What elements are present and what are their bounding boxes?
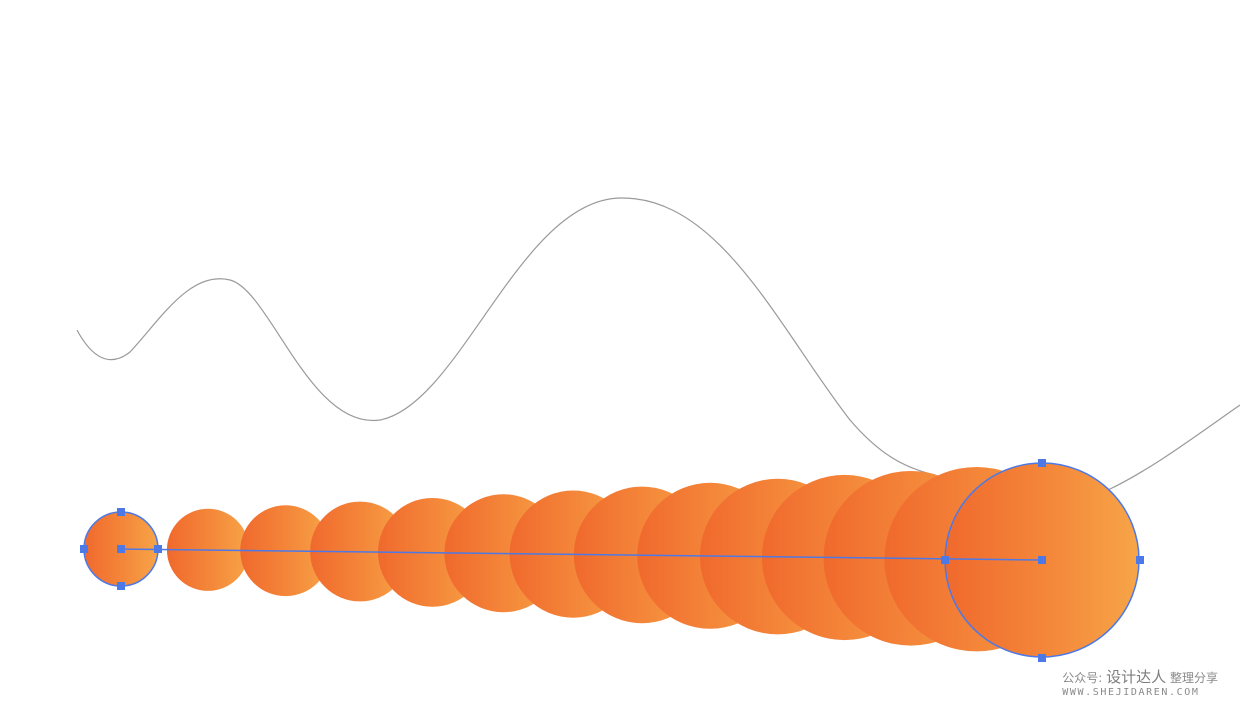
blend-axis-line: [120, 548, 1043, 561]
watermark-prefix: 公众号:: [1062, 671, 1103, 685]
anchor-handle-start-top[interactable]: [117, 508, 125, 516]
blend-spine-path[interactable]: [76, 197, 1240, 491]
watermark: 公众号: 设计达人 整理分享 WWW.SHEJIDAREN.COM: [1062, 669, 1218, 699]
anchor-handle-start-center[interactable]: [117, 545, 125, 553]
anchor-handle-end-right[interactable]: [1136, 556, 1144, 564]
watermark-title: 公众号: 设计达人 整理分享: [1062, 669, 1218, 686]
anchor-handle-start-left[interactable]: [80, 545, 88, 553]
watermark-url: WWW.SHEJIDAREN.COM: [1062, 687, 1200, 698]
anchor-handle-end-center[interactable]: [1038, 556, 1046, 564]
anchor-handle-end-left[interactable]: [941, 556, 949, 564]
selection-overlay: [80, 459, 1144, 662]
anchor-handle-start-bottom[interactable]: [117, 582, 125, 590]
watermark-brand: 设计达人: [1106, 668, 1167, 686]
anchor-handle-end-bottom[interactable]: [1038, 654, 1046, 662]
anchor-handle-start-right[interactable]: [154, 545, 162, 553]
watermark-suffix: 整理分享: [1169, 671, 1218, 685]
anchor-handle-end-top[interactable]: [1038, 459, 1046, 467]
